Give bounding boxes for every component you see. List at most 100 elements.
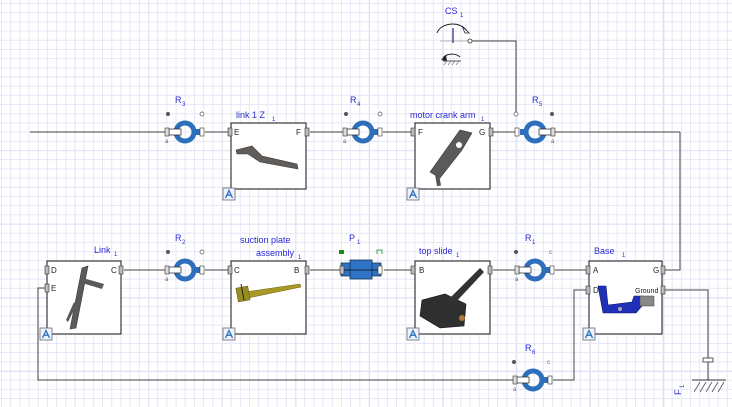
ground-port[interactable] (702, 357, 714, 363)
svg-text:a: a (343, 139, 347, 145)
body-suction-plate-assembly1[interactable]: suction plate assembly 1 C B (222, 235, 310, 341)
port-a[interactable] (514, 265, 520, 275)
port-a[interactable] (512, 375, 518, 385)
r2-label: R (175, 233, 182, 243)
svg-text:5: 5 (539, 102, 543, 108)
port-a[interactable] (339, 265, 345, 275)
svg-text:a: a (515, 277, 519, 283)
part-image (597, 285, 644, 314)
port-a[interactable] (164, 127, 170, 137)
top-slide-label: top slide (419, 246, 453, 256)
f1-label: F (673, 389, 683, 395)
svg-text:3: 3 (182, 102, 186, 108)
cs1-label: CS (445, 6, 458, 16)
svg-text:1: 1 (532, 240, 536, 246)
port-f[interactable] (304, 127, 310, 137)
svg-text:1: 1 (456, 253, 460, 259)
svg-text:F: F (418, 128, 423, 137)
fixed-frame-f1[interactable]: F 1 (673, 357, 726, 395)
port-a[interactable] (164, 265, 170, 275)
port-b[interactable] (410, 265, 416, 275)
body-link1[interactable]: Link 1 D E C (39, 245, 124, 341)
prismatic-joint-p1[interactable]: P 1 (339, 233, 383, 280)
animation-badge-icon[interactable] (406, 327, 420, 341)
port-b[interactable] (377, 265, 383, 275)
revolute-joint-r2[interactable]: R 2 a (164, 233, 205, 283)
svg-text:Ground: Ground (635, 288, 658, 295)
svg-text:a: a (165, 277, 169, 283)
svg-text:C: C (234, 266, 240, 275)
port-c[interactable] (118, 265, 124, 275)
port-g[interactable] (660, 265, 666, 275)
svg-text:G: G (653, 266, 659, 275)
svg-text:B: B (294, 266, 299, 275)
port-d[interactable] (44, 265, 50, 275)
link1z1-label: link 1 Z (236, 110, 266, 120)
p1-label: P (349, 233, 355, 243)
svg-text:a: a (165, 139, 169, 145)
animation-badge-icon[interactable] (406, 187, 420, 201)
svg-text:6: 6 (532, 350, 536, 356)
port-a[interactable] (550, 127, 556, 137)
port-b[interactable] (304, 265, 310, 275)
revolute-joint-r3[interactable]: R 3 a (164, 95, 205, 145)
svg-text:c: c (549, 250, 552, 256)
motor-crank-arm-label: motor crank arm (410, 110, 476, 120)
animation-badge-icon[interactable] (39, 327, 53, 341)
svg-text:1: 1 (298, 255, 302, 261)
rotation-arc-icon (436, 23, 468, 34)
svg-text:a: a (551, 139, 555, 145)
svg-text:E: E (51, 284, 56, 293)
body-motor-crank-arm1[interactable]: motor crank arm 1 F G (406, 110, 494, 201)
connection-wires (30, 40, 709, 381)
r4-label: R (350, 95, 357, 105)
body-base1[interactable]: Base 1 A D G Ground (582, 246, 666, 341)
animation-badge-icon[interactable] (222, 187, 236, 201)
port-f[interactable] (410, 127, 416, 137)
port-d[interactable] (585, 285, 591, 295)
svg-text:G: G (479, 128, 485, 137)
port-c[interactable] (549, 265, 555, 275)
svg-text:C: C (111, 266, 117, 275)
svg-text:1: 1 (622, 253, 626, 259)
svg-text:A: A (593, 266, 599, 275)
animation-badge-icon[interactable] (582, 327, 596, 341)
ground-hatch-icon (693, 381, 725, 393)
svg-text:1: 1 (481, 117, 485, 123)
port-ground[interactable] (660, 285, 666, 295)
svg-text:D: D (593, 286, 599, 295)
port-a[interactable] (342, 127, 348, 137)
port-b[interactable] (199, 265, 205, 275)
coordinate-system-cs1[interactable]: CS 1 (436, 6, 473, 66)
revolute-joint-r1[interactable]: R 1 c a (514, 233, 555, 283)
port-c[interactable] (227, 265, 233, 275)
suction-plate-label-line1: suction plate (240, 235, 291, 245)
port-g[interactable] (488, 127, 494, 137)
suction-plate-label-line2: assembly (256, 248, 295, 258)
revolute-joint-r5[interactable]: R 5 a (513, 95, 556, 145)
svg-text:1: 1 (272, 117, 276, 123)
r5-label: R (532, 95, 539, 105)
port-e[interactable] (227, 127, 233, 137)
revolute-joint-r4[interactable]: R 4 a (342, 95, 383, 145)
animation-badge-icon[interactable] (222, 327, 236, 341)
port-b[interactable] (514, 127, 520, 137)
port-right[interactable] (487, 265, 493, 275)
svg-text:B: B (419, 266, 424, 275)
svg-text:a: a (513, 387, 517, 393)
port-a[interactable] (585, 265, 591, 275)
svg-text:1: 1 (357, 240, 361, 246)
revolute-joint-r6[interactable]: R 6 c a (512, 343, 553, 393)
port-e[interactable] (44, 283, 50, 293)
port-b[interactable] (377, 127, 383, 137)
svg-text:4: 4 (357, 102, 361, 108)
body-top-slide1[interactable]: top slide 1 B (406, 246, 493, 341)
port-c[interactable] (547, 375, 553, 385)
svg-text:F: F (296, 128, 301, 137)
port-b[interactable] (199, 127, 205, 137)
link1-label: Link (94, 245, 111, 255)
body-link-1-z1[interactable]: link 1 Z 1 E F (222, 110, 310, 201)
svg-text:1: 1 (460, 13, 464, 19)
r1-label: R (525, 233, 532, 243)
svg-text:D: D (51, 266, 57, 275)
